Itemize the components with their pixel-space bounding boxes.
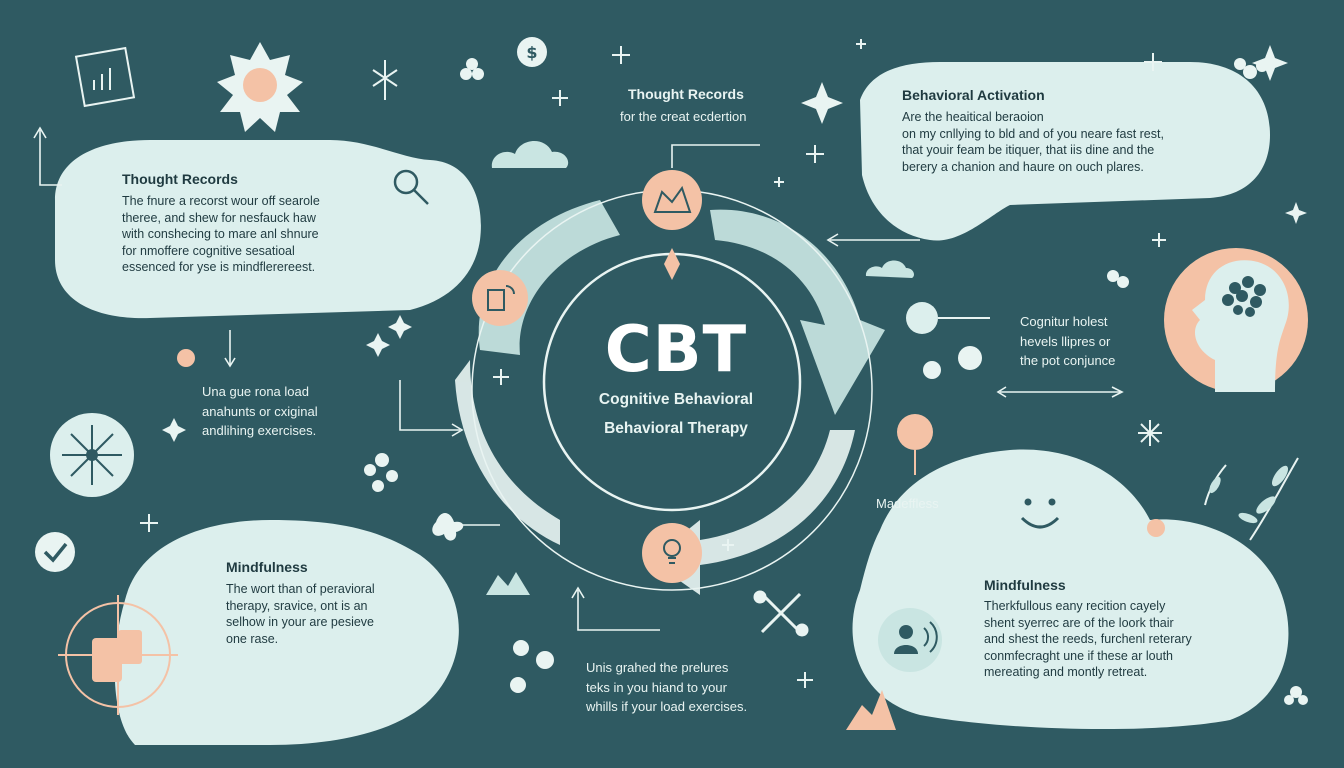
text-line: with conshecing to mare anl shnure <box>122 227 319 241</box>
behavioral-activation-title: Behavioral Activation <box>902 87 1045 103</box>
text-line: mereating and montly retreat. <box>984 665 1148 679</box>
mindfulness-left-bubble <box>114 520 459 745</box>
text-line: berery a chanion and haure on ouch plare… <box>902 159 1144 174</box>
smiley-icon <box>1000 470 1080 550</box>
left-note: Una gue rona load anahunts or cxiginal a… <box>202 382 318 441</box>
text-line: theree, and shew for nesfauck haw <box>122 210 316 225</box>
text-line: teks in you hiand to your <box>586 679 727 695</box>
cross-arrows-icon <box>753 590 809 637</box>
text-line: conmfecraght une if these ar louth <box>984 648 1174 663</box>
text-line: shent syerrec are of the loork thair <box>984 615 1174 630</box>
thought-records-text: The fnure a recorst wour off searole the… <box>122 193 320 276</box>
text-line: one rase. <box>226 631 279 646</box>
dollar-icon <box>517 37 547 67</box>
connector-lines <box>33 126 1124 631</box>
dot <box>1147 519 1165 537</box>
right-note: Cognitur holest hevels llipres or the po… <box>1020 312 1115 371</box>
text-line: the pot conjunce <box>1020 353 1116 368</box>
text-line: Una gue rona load <box>202 384 309 399</box>
check-icon <box>35 532 75 572</box>
mindfulness-right-text: Therkfullous eany recition cayely shent … <box>984 598 1192 681</box>
cloud-small-icon <box>865 260 914 278</box>
text-line: and shest the reeds, furchenl reterary <box>984 632 1192 646</box>
sun-icon <box>217 42 303 132</box>
center-subtitle-1: Cognitive Behavioral <box>598 391 754 408</box>
dot <box>177 349 195 367</box>
leaf-sprigs <box>364 58 1308 705</box>
left-node <box>472 270 528 326</box>
voice-icon <box>878 608 942 672</box>
center-subtitle-2: Behavioral Therapy <box>604 419 748 437</box>
leaf-shapes <box>1209 465 1289 524</box>
text-line: anahunts or cxiginal <box>202 403 318 419</box>
text-line: selhow in your are pesieve <box>226 615 374 629</box>
magnifier-icon <box>393 169 429 205</box>
behavioral-activation-text: Are the heaitical beraoion on my cnllyin… <box>902 109 1164 175</box>
text-line: Cognitur holest <box>1020 314 1108 329</box>
text-line: hevels llipres or <box>1020 333 1111 349</box>
diamond-icon <box>664 248 680 280</box>
text-line: essenced for yse is mindflerereest. <box>122 260 316 274</box>
text-line: andlihing exercises. <box>202 423 317 438</box>
mountain-peach-icon <box>846 690 896 730</box>
chart-frame-icon <box>74 46 136 108</box>
balloon-icon <box>897 414 933 475</box>
bottom-note: Unis grahed the prelures teks in you hia… <box>586 658 747 717</box>
text-line: for nmoffere cognitive sesatioal <box>122 243 295 258</box>
head-brain-icon <box>1164 248 1308 392</box>
mindfulness-left-title: Mindfulness <box>226 559 308 575</box>
behavioral-activation-bubble <box>860 62 1270 241</box>
top-node <box>642 170 702 230</box>
mindfulness-left-text: The wort than of peravioral therapy, sra… <box>226 581 375 647</box>
top-center-title: Thought Records <box>628 86 744 102</box>
sparkles <box>162 45 1307 442</box>
text-line: The wort than of peravioral <box>226 582 375 596</box>
mindfulness-right-bubble <box>852 449 1289 730</box>
thought-records-title: Thought Records <box>122 171 238 187</box>
cloud-icon <box>491 140 569 168</box>
text-line: Therkfullous eany recition cayely <box>984 599 1166 613</box>
target-icon <box>58 595 178 715</box>
compass-icon <box>50 413 134 497</box>
mindfulness-right-title: Mindfulness <box>984 577 1066 593</box>
plus-signs <box>140 39 1166 688</box>
madefiless-label: Madeffless <box>876 496 939 511</box>
text-line: whills if your load exercises. <box>586 699 748 714</box>
text-line: The fnure a recorst wour off searole <box>122 194 320 208</box>
text-line: on my cnllying to bld and of you neare f… <box>902 126 1164 141</box>
text-line: Unis grahed the prelures <box>586 660 729 675</box>
connector-nodes <box>906 302 990 379</box>
lightbulb-node <box>642 523 702 583</box>
dollar-symbol: $ <box>526 43 537 62</box>
text-line: Are the heaitical beraoion <box>902 110 1044 124</box>
thought-records-bubble <box>55 140 481 319</box>
mountain-icon <box>486 572 530 595</box>
text-line: that youir feam be itiquer, that iis din… <box>902 143 1155 157</box>
text-line: therapy, sravice, ont is an <box>226 598 368 613</box>
flower-icon <box>432 513 464 541</box>
top-center-text: for the creat ecdertion <box>620 109 747 124</box>
center-label: CBT Cognitive Behavioral Behavioral Ther… <box>556 318 796 440</box>
center-title: CBT <box>604 313 748 387</box>
